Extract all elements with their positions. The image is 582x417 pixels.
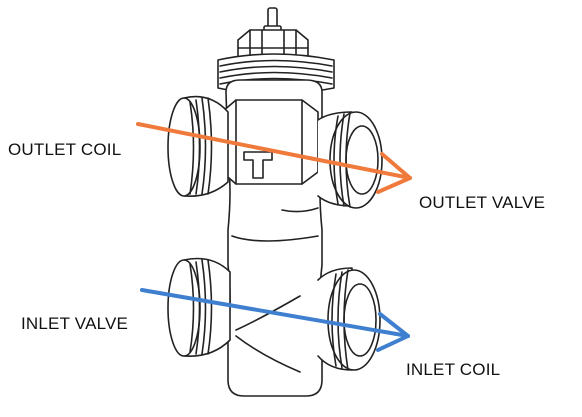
valve-stem	[263, 7, 282, 33]
outlet-coil-label: OUTLET COIL	[8, 140, 122, 159]
outlet-valve-label: OUTLET VALVE	[419, 193, 546, 212]
outlet-valve-port	[317, 111, 383, 209]
inlet-valve-port	[167, 257, 231, 357]
valve-body	[221, 79, 323, 397]
outlet-flow-arrow	[136, 122, 412, 194]
inlet-coil-label: INLET COIL	[406, 360, 501, 379]
outlet-coil-port	[167, 95, 229, 198]
inlet-valve-label: INLET VALVE	[21, 314, 129, 333]
inlet-flow-arrow	[140, 288, 410, 352]
inlet-coil-port	[317, 267, 381, 371]
